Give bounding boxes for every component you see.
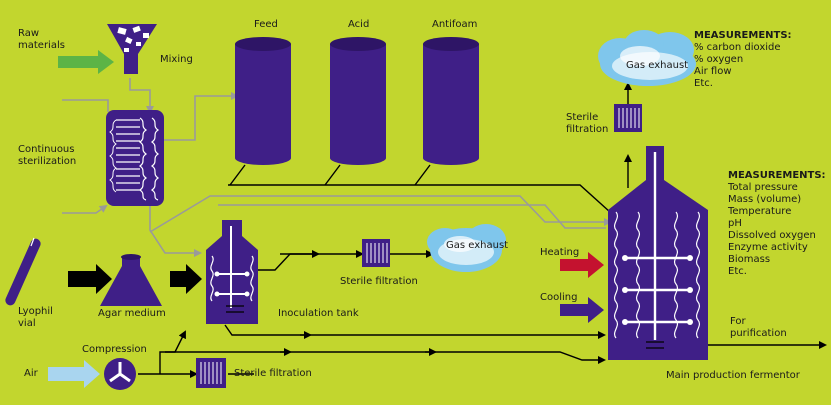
sterile-filter-bottom [196, 358, 226, 388]
measurement-item: Total pressure [728, 182, 798, 193]
measurement-item: Biomass [728, 254, 771, 265]
measurements-fermentor: MEASUREMENTS: Total pressure Mass (volum… [728, 170, 826, 278]
measurements-exhaust: MEASUREMENTS: % carbon dioxide % oxygen … [694, 30, 792, 90]
main-production-fermentor [608, 146, 708, 360]
measurements-exhaust-title: MEASUREMENTS: [694, 30, 792, 41]
raw-materials-label-1: Raw [18, 28, 40, 39]
heating-label: Heating [540, 247, 580, 258]
for-purification-label-2: purification [730, 328, 787, 339]
air-arrow [48, 360, 100, 388]
feed-label: Feed [254, 19, 278, 30]
gas-exhaust-cloud-top [598, 30, 696, 86]
antifoam-label: Antifoam [432, 19, 478, 30]
cooling-label: Cooling [540, 292, 578, 303]
mixing-label: Mixing [160, 54, 193, 65]
continuous-sterilization-label-2: sterilization [18, 156, 77, 167]
measurements-fermentor-title: MEASUREMENTS: [728, 170, 826, 181]
raw-materials-label-2: materials [18, 40, 65, 51]
sterile-filter-top [614, 104, 642, 132]
gas-exhaust-mid-label: Gas exhaust [446, 240, 508, 251]
sterile-filtration-bottom-label: Sterile filtration [234, 368, 312, 379]
compression-label: Compression [82, 344, 147, 355]
measurement-item: Temperature [728, 206, 792, 217]
main-production-fermentor-label: Main production fermentor [666, 370, 800, 381]
heating-arrow [560, 252, 604, 278]
inoculation-tank [206, 220, 258, 324]
measurement-item: Dissolved oxygen [728, 230, 816, 241]
agar-medium-label: Agar medium [98, 308, 166, 319]
air-label: Air [24, 368, 38, 379]
continuous-sterilization-label-1: Continuous [18, 144, 75, 155]
cooling-arrow [560, 297, 604, 323]
gas-exhaust-cloud-mid [427, 224, 506, 272]
agar-medium-flask [100, 254, 162, 306]
acid-tank [330, 37, 386, 165]
measurement-item: pH [728, 218, 742, 229]
mixing-funnel [107, 24, 157, 74]
measurement-item: Enzyme activity [728, 242, 808, 253]
antifoam-tank [423, 37, 479, 165]
compressor [104, 358, 136, 390]
measurement-item: Air flow [694, 66, 732, 77]
sterile-filtration-top-label-2: filtration [566, 124, 609, 135]
lyophil-vial-label-1: Lyophil [18, 306, 53, 317]
lyophil-to-agar-arrow [68, 264, 112, 294]
feed-tank [235, 37, 291, 165]
measurement-item: Mass (volume) [728, 194, 802, 205]
measurement-item: % oxygen [694, 54, 744, 65]
sterile-filter-mid [362, 239, 390, 267]
measurement-item: Etc. [728, 266, 747, 277]
continuous-sterilizer [106, 110, 164, 206]
measurement-item: % carbon dioxide [694, 42, 781, 53]
lyophil-vial-label-2: vial [18, 318, 36, 329]
measurement-item: Etc. [694, 78, 713, 89]
raw-materials-arrow [58, 50, 114, 74]
acid-label: Acid [348, 19, 370, 30]
gas-exhaust-top-label: Gas exhaust [626, 60, 688, 71]
lyophil-vial [5, 237, 41, 306]
sterile-filtration-top-label-1: Sterile [566, 112, 599, 123]
for-purification-label-1: For [730, 316, 746, 327]
agar-to-tank-arrow [170, 264, 202, 294]
sterile-filtration-mid-label: Sterile filtration [340, 276, 418, 287]
inoculation-tank-label: Inoculation tank [278, 308, 359, 319]
